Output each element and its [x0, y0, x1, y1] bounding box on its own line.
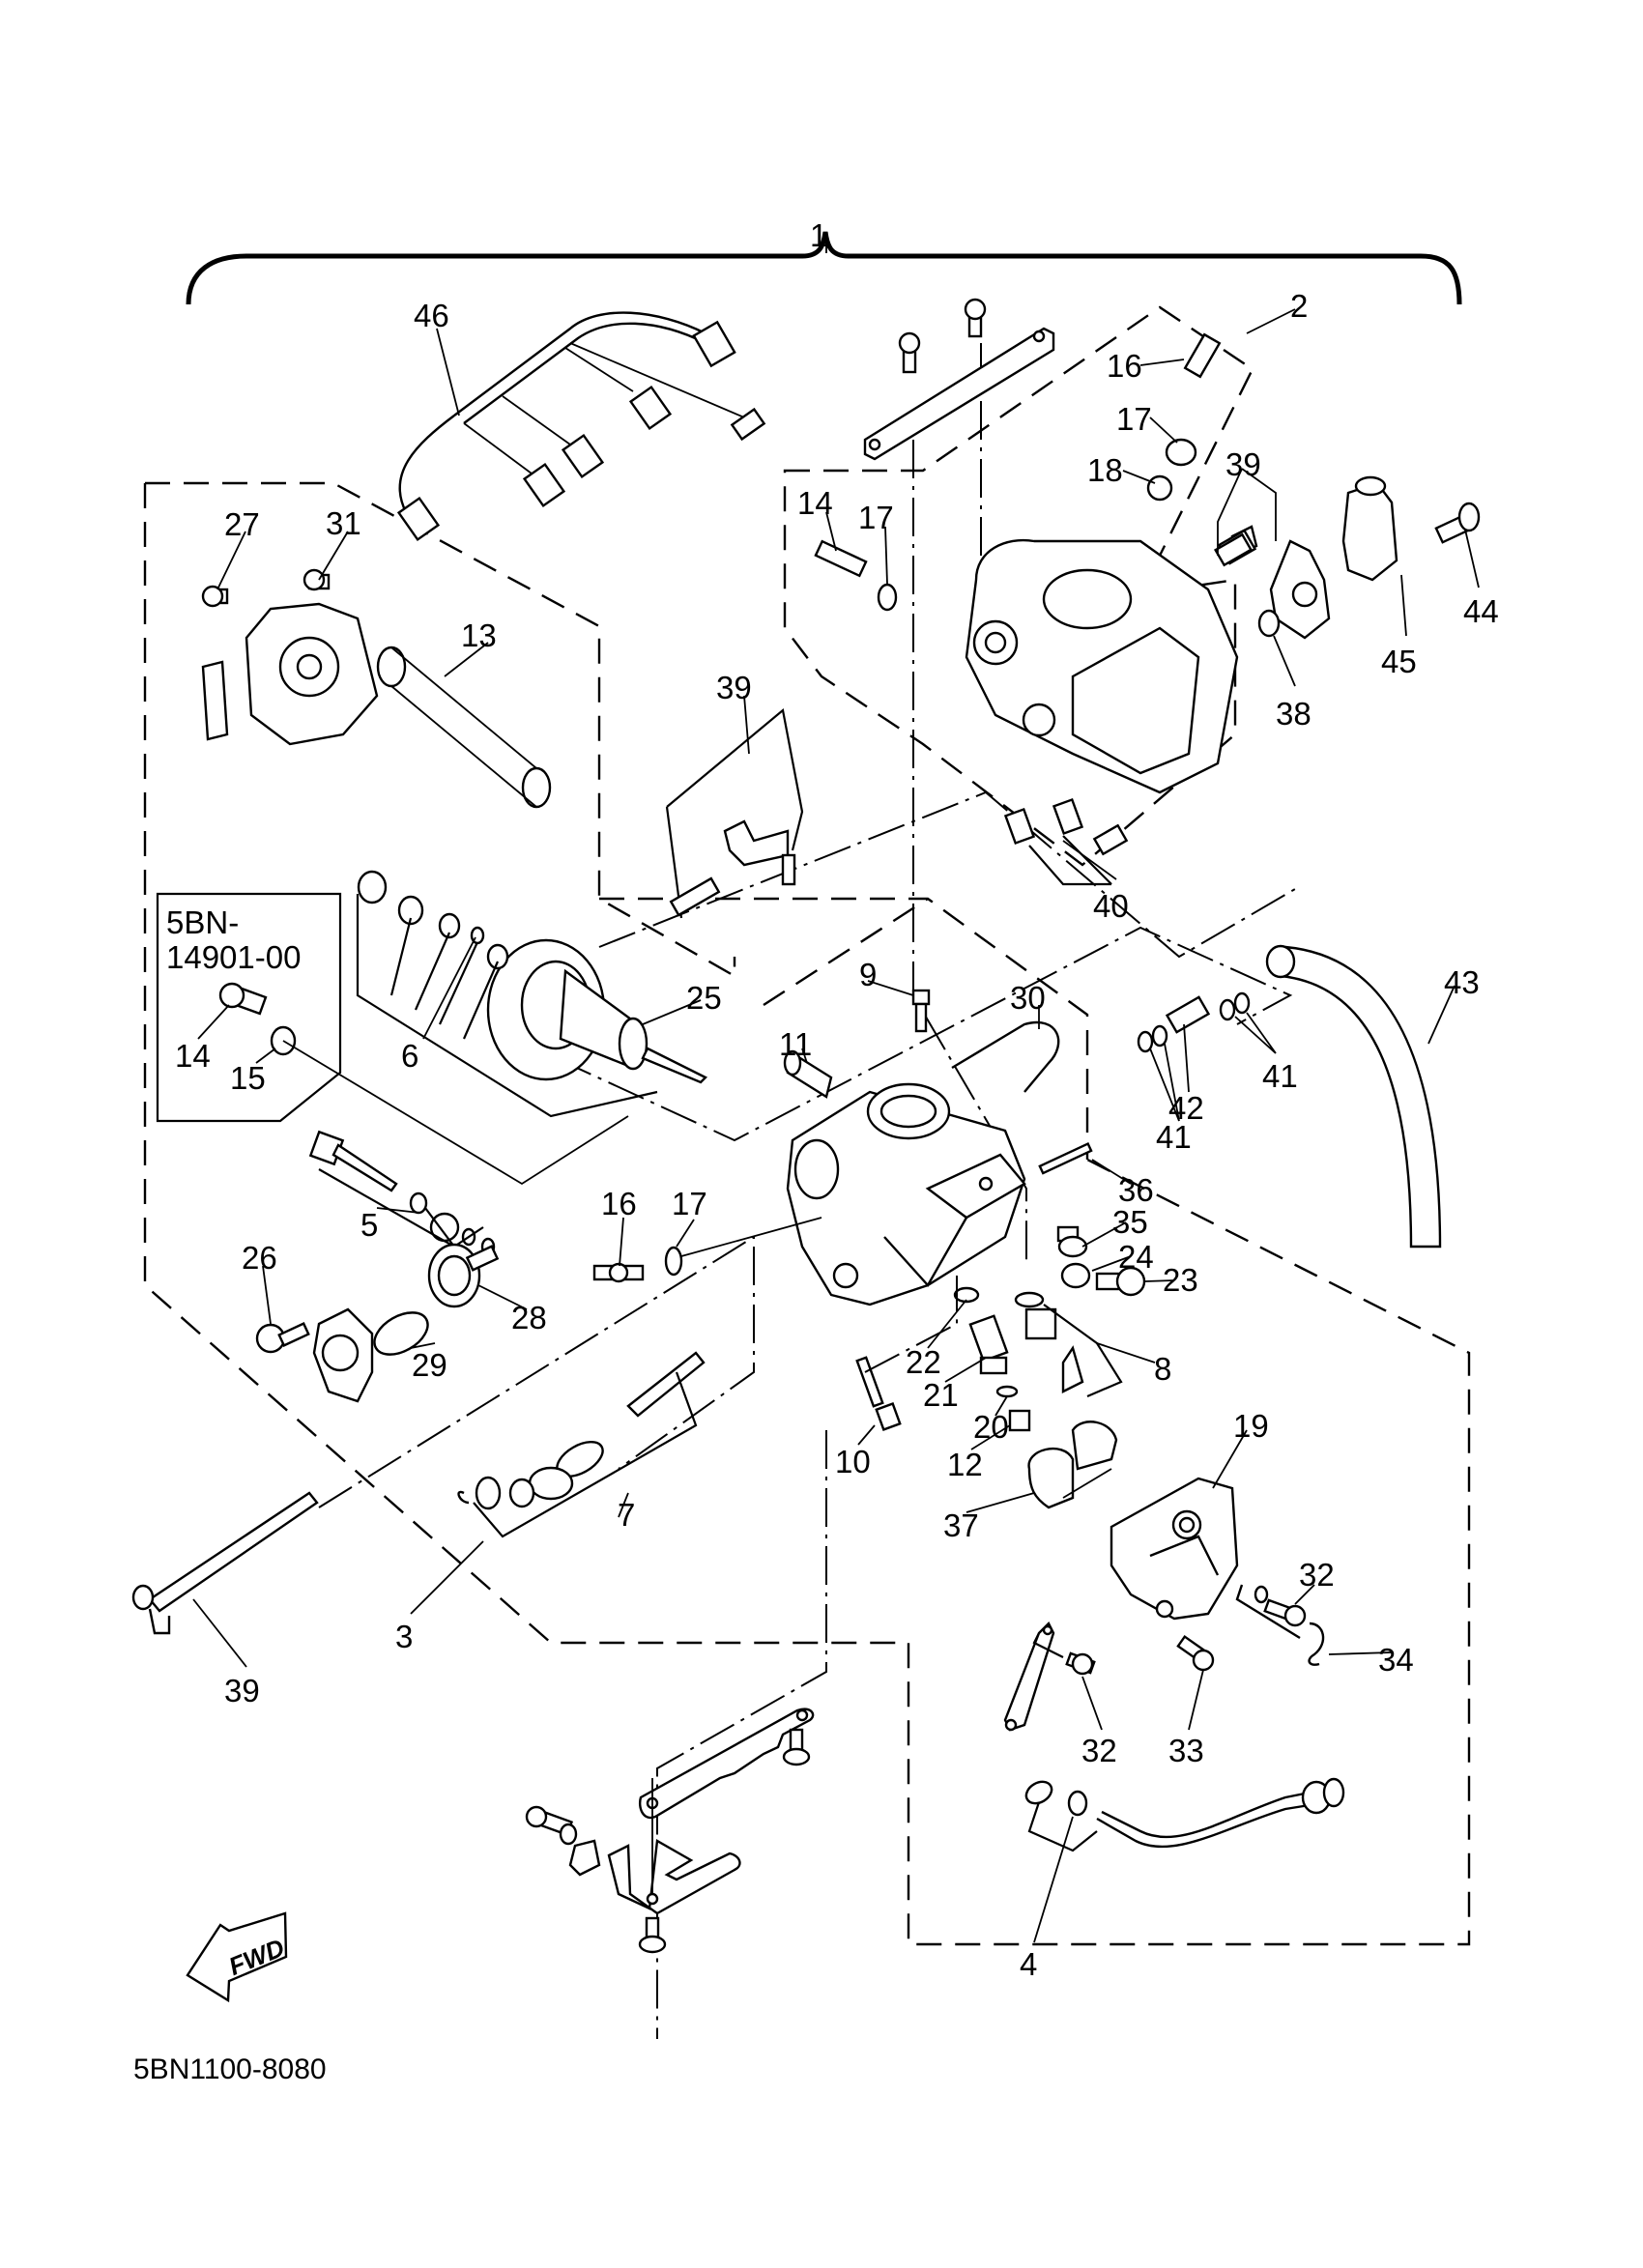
inset-kit-box [156, 892, 629, 1186]
callout-leader-lines [192, 242, 1480, 1943]
callout-35: 35 [1112, 1204, 1148, 1240]
callout-14: 14 [797, 485, 833, 521]
mounting-plate-top [863, 298, 1055, 461]
pilot-screw-5 [308, 1130, 496, 1256]
callout-42: 42 [1168, 1090, 1204, 1126]
callout-25: 25 [686, 980, 722, 1016]
callout-12: 12 [947, 1447, 983, 1482]
callout-43: 43 [1444, 964, 1480, 1000]
callout-31: 31 [326, 505, 361, 541]
callout-33: 33 [1168, 1733, 1204, 1768]
throttle-position-sensor [1214, 475, 1481, 640]
mounting-bracket-bottom [525, 1708, 815, 1954]
starter-plunger-7 [457, 1351, 706, 1538]
callout-26: 26 [242, 1240, 277, 1276]
callout-30: 30 [1010, 980, 1046, 1016]
callout-40: 40 [1093, 888, 1129, 924]
callout-16: 16 [601, 1186, 637, 1221]
callout-9: 9 [859, 957, 877, 992]
callout-10: 10 [835, 1444, 871, 1479]
callout-32: 32 [1081, 1733, 1117, 1768]
callout-18: 18 [1087, 452, 1123, 488]
callout-36: 36 [1118, 1172, 1154, 1208]
callout-23: 23 [1163, 1262, 1198, 1298]
callout-24: 24 [1118, 1239, 1154, 1275]
carb-top-cover [201, 568, 552, 809]
jets-and-needle-valve [855, 1276, 1123, 1432]
carburetor-upper [965, 538, 1239, 794]
callout-17: 17 [672, 1186, 707, 1221]
group-outline-3 [143, 481, 1471, 1946]
callout-28: 28 [511, 1300, 547, 1335]
callout-16: 16 [1107, 348, 1142, 384]
callout-37: 37 [943, 1507, 979, 1543]
inset-callout-15: 15 [230, 1060, 266, 1096]
carb-fittings-right [592, 1141, 1146, 1297]
callout-6: 6 [401, 1038, 418, 1074]
callout-32: 32 [1299, 1557, 1335, 1593]
float-bowl-19 [1110, 1477, 1239, 1621]
drain-and-fuel-line-parts [1003, 1584, 1345, 1852]
carburetor-main-body [786, 1082, 1026, 1306]
group-outline-carb [599, 897, 1089, 1160]
callout-17: 17 [1116, 401, 1152, 437]
callout-labels: 1 2 46 16 17 18 39 14 17 27 31 44 45 13 … [175, 217, 1499, 1982]
cover-26-28-29 [255, 1243, 500, 1403]
callout-39: 39 [716, 670, 752, 705]
inset-callout-14: 14 [175, 1038, 211, 1074]
catalog-number: 5BN1100-8080 [133, 2053, 327, 2085]
choke-linkage-39 [665, 707, 804, 919]
callout-11: 11 [779, 1026, 812, 1062]
callout-1: 1 [810, 217, 827, 253]
inset-kit-label-line1: 5BN- [166, 904, 239, 940]
diaphragm-piston-25 [356, 870, 708, 1118]
callout-45: 45 [1381, 644, 1417, 679]
callout-3: 3 [395, 1619, 413, 1654]
choke-rod-39 [131, 1491, 319, 1635]
inset-kit-label-line2: 14901-00 [166, 939, 301, 975]
callout-4: 4 [1020, 1946, 1037, 1982]
wire-harness-46 [396, 311, 766, 542]
callout-22: 22 [906, 1344, 941, 1380]
alignment-line [912, 440, 1027, 1261]
callout-29: 29 [412, 1347, 447, 1383]
float-37 [1027, 1421, 1118, 1509]
callout-41: 41 [1156, 1119, 1192, 1155]
callout-17: 17 [858, 500, 894, 535]
fitting-14-17-upper [814, 539, 898, 612]
callout-41: 41 [1262, 1058, 1298, 1094]
callout-2: 2 [1290, 288, 1308, 324]
callout-20: 20 [973, 1409, 1009, 1445]
callout-39: 39 [1225, 446, 1261, 482]
callout-7: 7 [618, 1497, 635, 1533]
alignment-line [555, 926, 1293, 1142]
callout-38: 38 [1276, 696, 1312, 732]
assembly-brace [186, 231, 1462, 305]
alignment-line [318, 1235, 755, 1508]
callout-44: 44 [1463, 593, 1499, 629]
callout-13: 13 [461, 617, 497, 653]
callout-8: 8 [1154, 1351, 1171, 1387]
forward-direction-arrow: FWD [186, 1911, 289, 2003]
springs-40 [1003, 797, 1129, 886]
carb-fittings-upper [783, 944, 1442, 1249]
callout-39: 39 [224, 1673, 260, 1708]
alignment-line [598, 790, 1296, 959]
callout-46: 46 [414, 298, 449, 333]
callout-5: 5 [360, 1207, 378, 1243]
callout-21: 21 [923, 1377, 959, 1413]
callout-19: 19 [1233, 1408, 1269, 1444]
callout-27: 27 [224, 506, 260, 542]
callout-34: 34 [1378, 1642, 1414, 1678]
